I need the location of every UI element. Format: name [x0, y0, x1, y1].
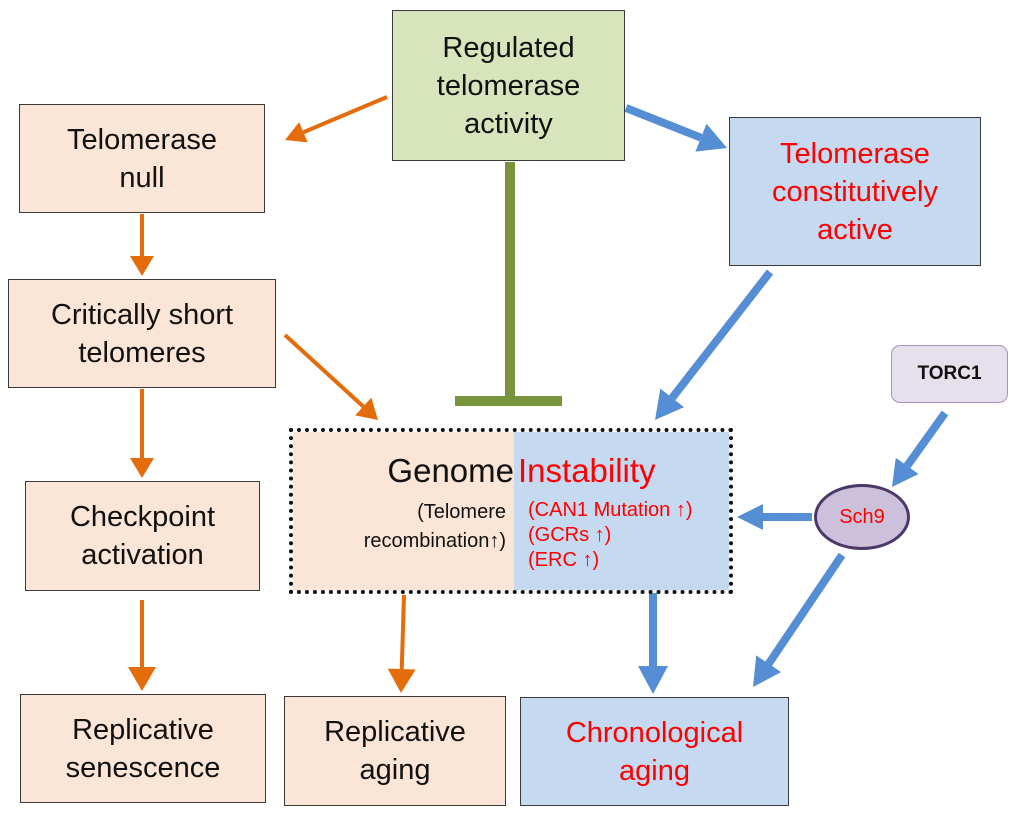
genome-right-panel: Instability (CAN1 Mutation ↑) (GCRs ↑) (…: [514, 432, 729, 590]
node-label: Chronological aging: [565, 716, 744, 787]
arrow-shaft: [302, 95, 388, 135]
arrow-shaft: [669, 269, 774, 401]
edge-sch9-to-chronological-aging: [753, 552, 846, 687]
node-regulated-telomerase-activity: Regulated telomerase activity: [392, 10, 625, 161]
genome-title-right: Instability: [518, 452, 656, 489]
arrowhead: [130, 256, 154, 276]
arrowhead: [737, 504, 763, 530]
arrowhead: [638, 666, 668, 694]
node-label: Replicative senescence: [65, 713, 221, 784]
node-replicative-aging: Replicative aging: [284, 696, 506, 806]
edge-regulated-to-genome-instability: [455, 162, 562, 406]
edge-torc1-to-sch9: [892, 410, 949, 487]
node-torc1: TORC1: [891, 345, 1008, 403]
arrow-shaft: [903, 410, 949, 469]
node-chronological-aging: Chronological aging: [520, 697, 789, 806]
arrow-shaft: [399, 594, 406, 670]
arrow-shaft: [283, 333, 365, 408]
node-label: Sch9: [839, 505, 885, 528]
edge-critically-short-to-genome-instability: [283, 333, 378, 420]
arrowhead: [128, 667, 156, 691]
node-label: Telomerase constitutively active: [771, 137, 938, 246]
edge-constitutively-active-to-genome-instability: [655, 269, 774, 420]
genome-sub-right: (CAN1 Mutation ↑) (GCRs ↑) (ERC ↑): [528, 498, 693, 573]
genome-marker: (GCRs ↑): [528, 524, 612, 546]
edge-checkpoint-to-replicative-senescence: [128, 600, 156, 691]
arrowhead: [753, 655, 782, 687]
node-telomerase-constitutively-active: Telomerase constitutively active: [729, 117, 981, 266]
genome-marker: (CAN1 Mutation ↑): [528, 499, 693, 521]
arrowhead: [655, 388, 685, 420]
arrow-shaft: [624, 104, 703, 142]
arrowhead: [130, 458, 154, 478]
node-label: Regulated telomerase activity: [436, 31, 581, 140]
edge-telomerase-null-to-critically-short: [130, 214, 154, 276]
arrowhead: [892, 457, 919, 487]
node-replicative-senescence: Replicative senescence: [20, 694, 266, 803]
node-telomerase-null: Telomerase null: [19, 104, 265, 213]
node-genome-instability: Genome (Telomere recombination↑) Instabi…: [289, 428, 733, 594]
genome-sub-left: (Telomere recombination↑): [363, 501, 506, 552]
node-label: Replicative aging: [324, 716, 466, 786]
genome-left-panel: Genome (Telomere recombination↑): [293, 432, 514, 590]
node-sch9: Sch9: [814, 484, 910, 550]
arrowhead: [355, 397, 378, 420]
edge-regulated-to-constitutively-active: [624, 104, 727, 152]
arrowhead: [387, 668, 416, 693]
node-critically-short-telomeres: Critically short telomeres: [8, 279, 276, 388]
arrowhead: [285, 122, 308, 143]
edge-genome-instability-to-chronological-aging: [638, 593, 668, 694]
node-label: Checkpoint activation: [69, 501, 216, 571]
edge-critically-short-to-checkpoint: [130, 389, 154, 478]
node-label: Telomerase null: [67, 123, 217, 194]
edge-sch9-to-genome-instability: [737, 504, 812, 530]
genome-marker: (ERC ↑): [528, 549, 600, 571]
node-label: Critically short telomeres: [50, 298, 234, 369]
arrow-shaft: [765, 552, 846, 667]
arrowhead: [695, 123, 727, 152]
edge-genome-instability-to-replicative-aging: [387, 594, 416, 693]
node-label: TORC1: [917, 363, 982, 384]
genome-title-left: Genome: [387, 452, 514, 489]
node-checkpoint-activation: Checkpoint activation: [25, 481, 260, 591]
edge-regulated-to-telomerase-null: [285, 95, 388, 143]
